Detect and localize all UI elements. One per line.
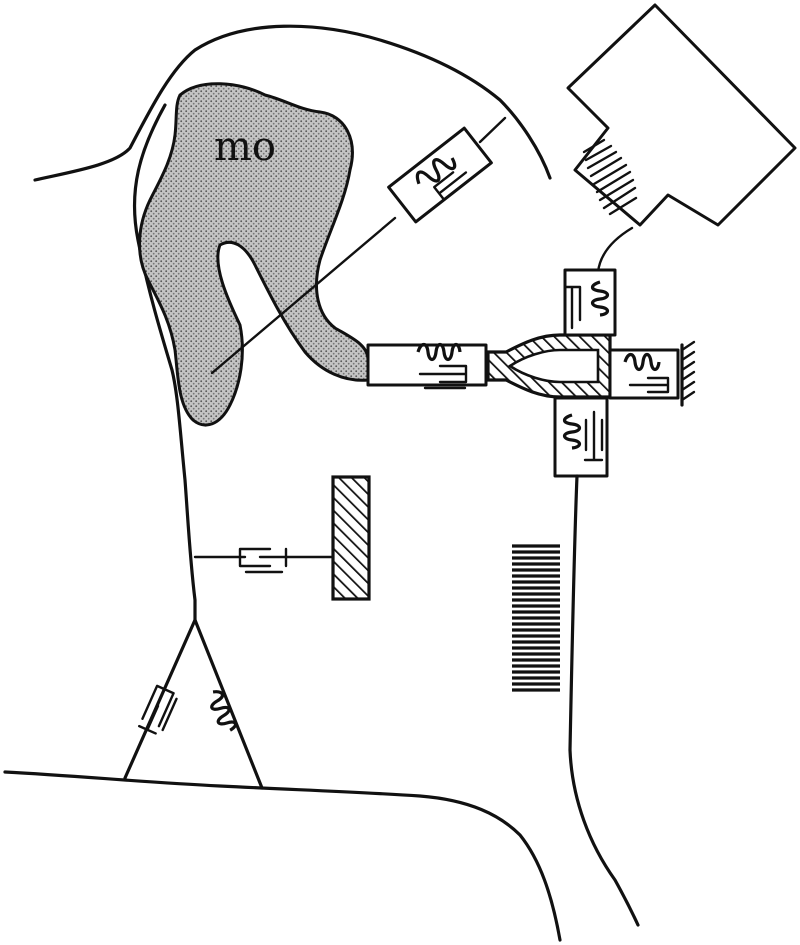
- hatched-rectangle: [331, 475, 371, 601]
- horizontal-spring-icon: [416, 342, 462, 362]
- upper-spring-icon: [415, 157, 457, 185]
- horizontal-damper-icon: [418, 364, 468, 390]
- diagonal-rod: [210, 216, 397, 375]
- lower-triangle: [123, 618, 264, 790]
- piston-inner: [507, 348, 600, 384]
- cross-upper-spring-icon: [590, 280, 610, 317]
- striped-block: [512, 544, 560, 692]
- block-to-cross-link: [596, 226, 634, 274]
- cross-right-spring-icon: [623, 352, 661, 372]
- neck-contour: [132, 103, 197, 622]
- ground-support-icon: [680, 340, 696, 407]
- cross-right-damper-icon: [628, 376, 670, 394]
- middle-damper-icon: [238, 547, 288, 574]
- upper-link: [478, 116, 507, 144]
- cross-lower-spring-icon: [562, 413, 582, 450]
- head-outline: [33, 24, 552, 182]
- upper-damper-icon: [433, 171, 468, 201]
- block-hatch-lines: [582, 138, 638, 216]
- right-vertical-contour: [568, 474, 640, 927]
- cross-lower-damper-icon: [583, 410, 604, 462]
- cross-lower-box: [553, 396, 609, 478]
- lower-damper-icon: [138, 684, 178, 735]
- cross-upper-damper-icon: [563, 285, 582, 330]
- upper-right-block: [566, 3, 797, 227]
- mass-mo: [138, 82, 370, 427]
- base-contour: [3, 770, 562, 942]
- upper-spring-damper-unit: [387, 126, 493, 224]
- lower-spring-icon: [210, 690, 238, 732]
- mass-label: mo: [214, 124, 276, 170]
